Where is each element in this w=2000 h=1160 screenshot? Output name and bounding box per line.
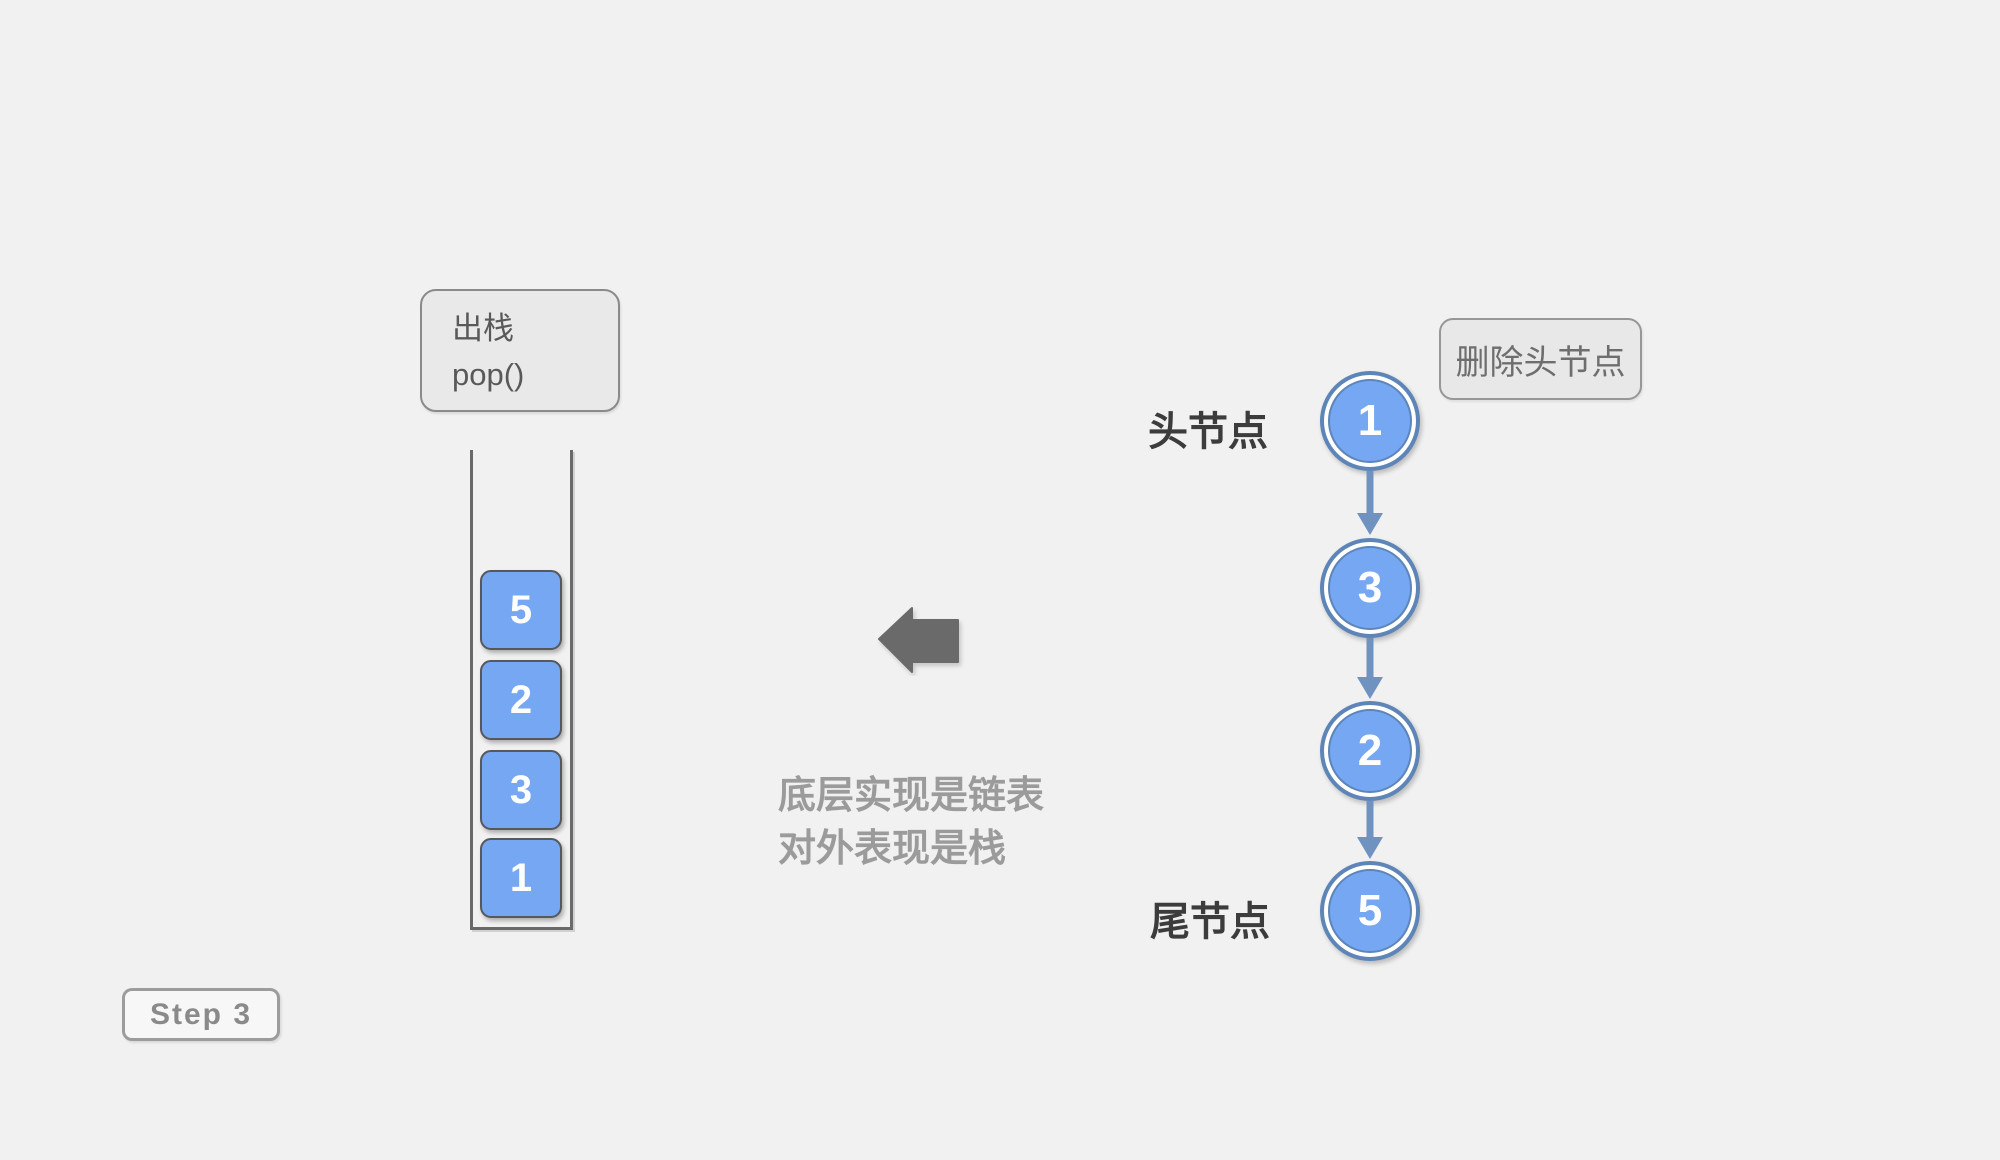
- link-arrow-icon: [1357, 471, 1383, 535]
- left-block-arrow-shape: [878, 607, 959, 673]
- tail-node-label: 尾节点: [1150, 900, 1270, 944]
- list-node-circle: 5: [1328, 869, 1412, 953]
- list-node-value: 3: [1357, 563, 1383, 612]
- list-node: 5: [1320, 861, 1420, 961]
- list-node: 2: [1320, 701, 1420, 801]
- caption: 底层实现是链表 对外表现是栈: [778, 770, 1044, 876]
- step-badge: Step 3: [122, 988, 280, 1041]
- stack-item-value: 1: [509, 855, 533, 900]
- head-node-label: 头节点: [1148, 410, 1268, 454]
- list-node: 1: [1320, 371, 1420, 471]
- list-node-value: 1: [1357, 396, 1383, 445]
- list-node-circle: 1: [1328, 379, 1412, 463]
- stack-item: 2: [480, 660, 562, 740]
- stack-item: 3: [480, 750, 562, 830]
- stack-item: 5: [480, 570, 562, 650]
- link-arrow-icon: [1357, 638, 1383, 699]
- stack-item-value: 5: [509, 587, 533, 632]
- delete-head-action-box: 删除头节点: [1439, 318, 1642, 400]
- pop-action-box: 出栈 pop(): [420, 289, 620, 412]
- pop-action-line2: pop(): [452, 357, 525, 392]
- list-node-value: 5: [1357, 886, 1383, 935]
- stack-container: [470, 450, 573, 930]
- list-node: 3: [1320, 538, 1420, 638]
- list-node-circle: 2: [1328, 709, 1412, 793]
- caption-line2: 对外表现是栈: [778, 828, 1007, 870]
- link-arrow-icon: [1357, 801, 1383, 859]
- list-node-circle: 3: [1328, 546, 1412, 630]
- list-arrows: [1357, 471, 1383, 859]
- step-badge-label: Step 3: [149, 997, 253, 1031]
- stack-item-value: 2: [509, 677, 533, 722]
- pop-action-line1: 出栈: [452, 311, 514, 346]
- delete-head-action-label: 删除头节点: [1455, 343, 1626, 382]
- left-block-arrow-icon: [878, 607, 959, 673]
- caption-line1: 底层实现是链表: [778, 775, 1045, 817]
- list-node-value: 2: [1357, 726, 1383, 775]
- stack-item-value: 3: [509, 767, 533, 812]
- stack-item: 1: [480, 838, 562, 918]
